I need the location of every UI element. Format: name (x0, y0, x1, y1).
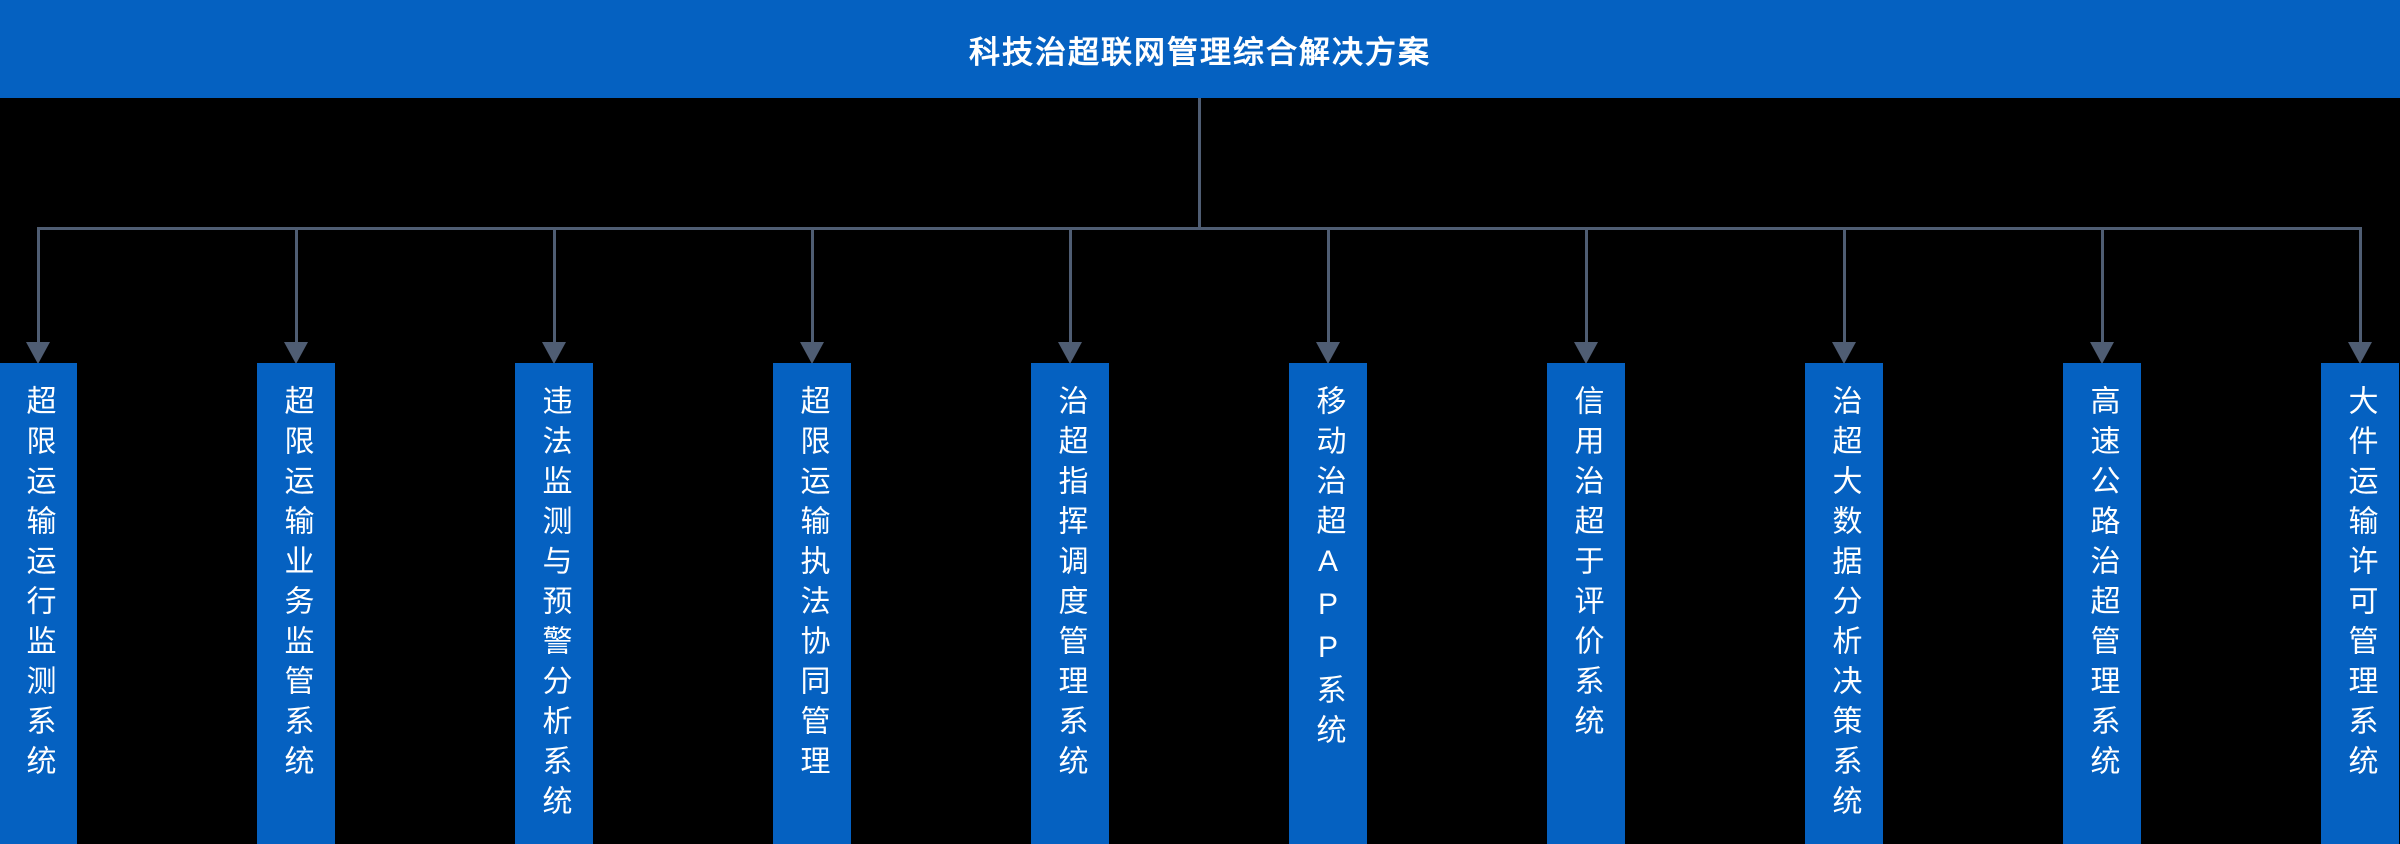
system-label: 超限运输执法协同管理 (795, 385, 829, 785)
system-box: 治超指挥调度管理系统 (1031, 363, 1109, 844)
connector-vertical-line (294, 229, 298, 344)
system-box: 违法监测与预警分析系统 (515, 363, 593, 844)
system-box: 超限运输运行监测系统 (0, 363, 77, 844)
connector-vertical-line (1326, 229, 1330, 344)
connector-vertical-line (810, 229, 814, 344)
system-label: 大件运输许可管理系统 (2343, 385, 2377, 785)
branch: 移动治超APP系统 (1289, 229, 1367, 844)
branch: 违法监测与预警分析系统 (515, 229, 593, 844)
connector-vertical-line (1068, 229, 1072, 344)
branch: 超限运输业务监管系统 (257, 229, 335, 844)
system-label: 治超大数据分析决策系统 (1827, 385, 1861, 825)
system-box: 高速公路治超管理系统 (2063, 363, 2141, 844)
arrow-down-icon (1316, 342, 1340, 364)
system-box: 大件运输许可管理系统 (2321, 363, 2399, 844)
system-label: 违法监测与预警分析系统 (537, 385, 571, 825)
system-label: 移动治超APP系统 (1311, 385, 1345, 754)
connector-horizontal-line (37, 227, 2362, 230)
arrow-down-icon (542, 342, 566, 364)
connector-stem (1198, 98, 1201, 230)
page-title: 科技治超联网管理综合解决方案 (969, 34, 1431, 70)
system-box: 超限运输执法协同管理 (773, 363, 851, 844)
branch: 超限运输运行监测系统 (0, 229, 77, 844)
branch: 超限运输执法协同管理 (773, 229, 851, 844)
connector-vertical-line (2358, 229, 2362, 344)
system-label: 治超指挥调度管理系统 (1053, 385, 1087, 785)
connector-vertical-line (36, 229, 40, 344)
connector-vertical-line (1584, 229, 1588, 344)
system-label: 高速公路治超管理系统 (2085, 385, 2119, 785)
branch: 信用治超于评价系统 (1547, 229, 1625, 844)
branch: 大件运输许可管理系统 (2321, 229, 2399, 844)
branch: 治超指挥调度管理系统 (1031, 229, 1109, 844)
connector-vertical-line (552, 229, 556, 344)
system-box: 超限运输业务监管系统 (257, 363, 335, 844)
arrow-down-icon (26, 342, 50, 364)
system-box: 信用治超于评价系统 (1547, 363, 1625, 844)
system-label: 超限运输业务监管系统 (279, 385, 313, 785)
arrow-down-icon (1574, 342, 1598, 364)
system-box: 治超大数据分析决策系统 (1805, 363, 1883, 844)
arrow-down-icon (2090, 342, 2114, 364)
connector-vertical-line (1842, 229, 1846, 344)
system-label: 超限运输运行监测系统 (21, 385, 55, 785)
arrow-down-icon (800, 342, 824, 364)
arrow-down-icon (284, 342, 308, 364)
system-box: 移动治超APP系统 (1289, 363, 1367, 844)
branch: 治超大数据分析决策系统 (1805, 229, 1883, 844)
arrow-down-icon (1832, 342, 1856, 364)
branch: 高速公路治超管理系统 (2063, 229, 2141, 844)
header-bar: 科技治超联网管理综合解决方案 (0, 0, 2400, 98)
arrow-down-icon (1058, 342, 1082, 364)
connector-vertical-line (2100, 229, 2104, 344)
system-label: 信用治超于评价系统 (1569, 385, 1603, 745)
arrow-down-icon (2348, 342, 2372, 364)
